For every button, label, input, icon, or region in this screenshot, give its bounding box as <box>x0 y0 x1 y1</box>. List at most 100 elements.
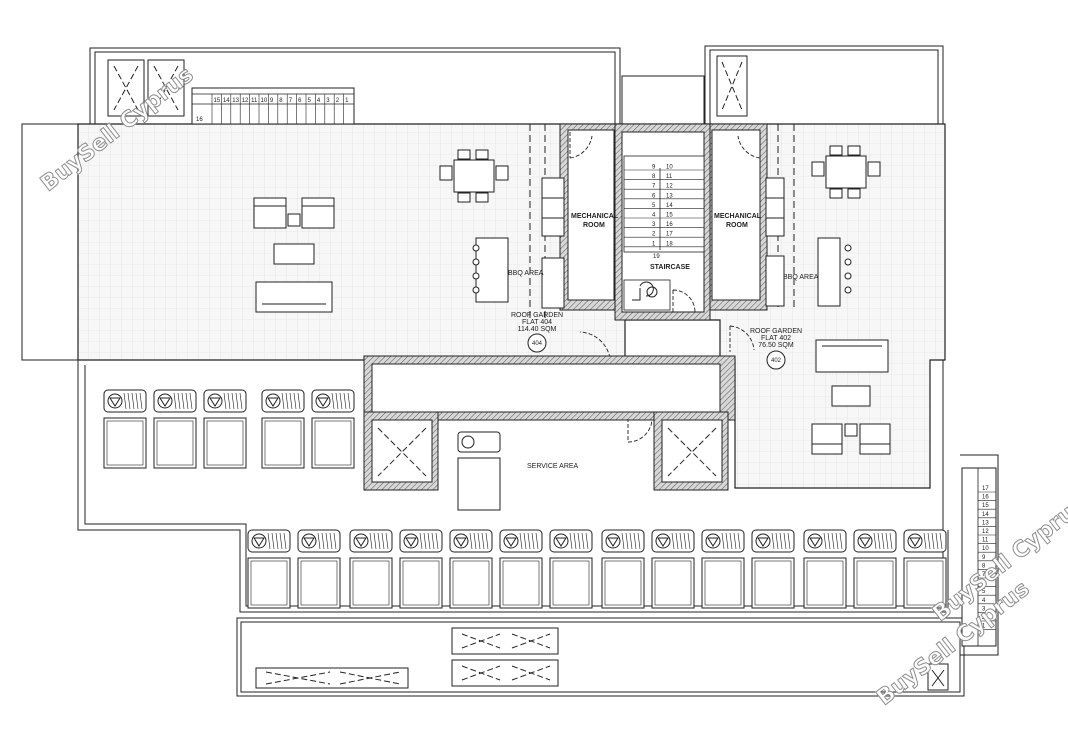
stairs-center-number: 4 <box>652 213 656 219</box>
stairs-top-number: 12 <box>242 98 249 104</box>
stairs-top-number: 8 <box>279 98 283 104</box>
stairs-right-number: 1 <box>982 624 986 630</box>
staircase-label: STAIRCASE <box>650 264 690 271</box>
stairs-top-number: 10 <box>261 98 268 104</box>
stairs-center-number: 15 <box>666 213 673 219</box>
stairs-right-number: 11 <box>982 538 989 544</box>
rg404-line-2: FLAT 404 <box>522 319 552 326</box>
stairs-top-number: 15 <box>214 98 221 104</box>
stairs-center-number: 12 <box>666 184 673 190</box>
rg402-line-3: 76.50 SQM <box>758 342 794 349</box>
bbq-chairs-left <box>472 244 480 294</box>
stairs-center-number: 10 <box>666 165 673 171</box>
door-swings <box>569 132 761 443</box>
rg404-line-1: ROOF GARDEN <box>511 312 563 319</box>
ac-unit <box>751 529 795 609</box>
stairs-right-number: 4 <box>982 598 986 604</box>
furniture-left <box>253 149 565 313</box>
skylight-top-right <box>716 55 748 117</box>
stairs-center-number: 11 <box>666 174 673 180</box>
ac-unit <box>449 529 493 609</box>
roof-garden-402: ROOF GARDEN FLAT 402 76.50 SQM 402 <box>750 328 802 370</box>
stairs-top-number: 7 <box>289 98 293 104</box>
mech-left-label-1: MECHANICAL <box>571 213 619 220</box>
ac-unit <box>153 389 197 469</box>
ac-units-row-lower <box>247 529 947 609</box>
rg402-line-1: ROOF GARDEN <box>750 328 802 335</box>
stairs-top-number: 5 <box>308 98 312 104</box>
ac-unit <box>651 529 695 609</box>
ac-unit <box>853 529 897 609</box>
stairs-right-number: 13 <box>982 520 989 526</box>
ac-unit <box>203 389 247 469</box>
mech-right-label-2: ROOM <box>726 222 748 229</box>
stairs-center-number: 3 <box>652 222 656 228</box>
stairs-center-number: 5 <box>652 203 656 209</box>
stairs-right-number: 14 <box>982 512 989 518</box>
stairs-center-number: 18 <box>666 241 673 247</box>
stairs-center-number: 14 <box>666 203 673 209</box>
stairs-center-number: 2 <box>652 232 656 238</box>
ac-unit <box>297 529 341 609</box>
stairs-top-number: 2 <box>336 98 340 104</box>
stairs-right-number: 16 <box>982 495 989 501</box>
ac-unit <box>549 529 593 609</box>
stairs-top-number: 9 <box>270 98 274 104</box>
ac-unit <box>601 529 645 609</box>
rg404-line-3: 114.40 SQM <box>518 326 557 333</box>
stairs-right-number: 15 <box>982 503 989 509</box>
ac-unit <box>803 529 847 609</box>
mechanical-room-right: MECHANICAL ROOM <box>714 213 762 229</box>
service-unit <box>457 431 501 511</box>
stairs-center-number: 16 <box>666 222 673 228</box>
stairs-right-number: 12 <box>982 529 989 535</box>
ac-unit <box>399 529 443 609</box>
stairs-top-number: 1 <box>345 98 349 104</box>
stairs-right-number: 6 <box>982 581 986 587</box>
stairs-center-number: 17 <box>666 232 673 238</box>
rg402-tag: 402 <box>771 358 782 364</box>
rg402-line-2: FLAT 402 <box>761 335 791 342</box>
ac-unit <box>103 389 147 469</box>
mech-right-label-1: MECHANICAL <box>714 213 762 220</box>
mech-left-label-2: ROOM <box>583 222 605 229</box>
stairs-top-number: 11 <box>251 98 258 104</box>
stairs-right-number: 9 <box>982 555 986 561</box>
stairs-center-number: 6 <box>652 193 656 199</box>
stairs-top-number: 13 <box>232 98 239 104</box>
stairs-right-number: 8 <box>982 563 986 569</box>
mechanical-room-left: MECHANICAL ROOM <box>571 213 619 229</box>
furniture-right <box>765 145 891 455</box>
stairs-right-number: 3 <box>982 606 986 612</box>
ac-unit <box>261 389 305 469</box>
stairs-top-number-16: 16 <box>196 117 203 123</box>
stairs-center-number: 8 <box>652 174 656 180</box>
ac-unit <box>701 529 745 609</box>
stairs-top-number: 4 <box>317 98 321 104</box>
bbq-area-left-label: BBQ AREA <box>508 270 544 277</box>
ac-unit <box>311 389 355 469</box>
bottom-skylights <box>255 627 949 691</box>
skylight-top-left <box>107 59 185 117</box>
ac-unit <box>499 529 543 609</box>
ac-unit <box>349 529 393 609</box>
stairs-center-number: 1 <box>652 241 656 247</box>
stairs-right-number: 5 <box>982 589 986 595</box>
ac-unit <box>247 529 291 609</box>
stairs-top-number: 14 <box>223 98 230 104</box>
stairs-center-number: 13 <box>666 193 673 199</box>
stairs-right-number: 17 <box>982 486 989 492</box>
stairs-right-number: 7 <box>982 572 986 578</box>
service-core <box>363 355 736 491</box>
bbq-chairs-right <box>844 244 852 294</box>
stairs-top-number: 3 <box>326 98 330 104</box>
roof-garden-404: ROOF GARDEN FLAT 404 114.40 SQM 404 <box>511 312 563 353</box>
ac-unit <box>903 529 947 609</box>
stairs-center-number: 7 <box>652 184 656 190</box>
service-area-label: SERVICE AREA <box>527 463 579 470</box>
ac-units-row-upper <box>103 389 355 469</box>
